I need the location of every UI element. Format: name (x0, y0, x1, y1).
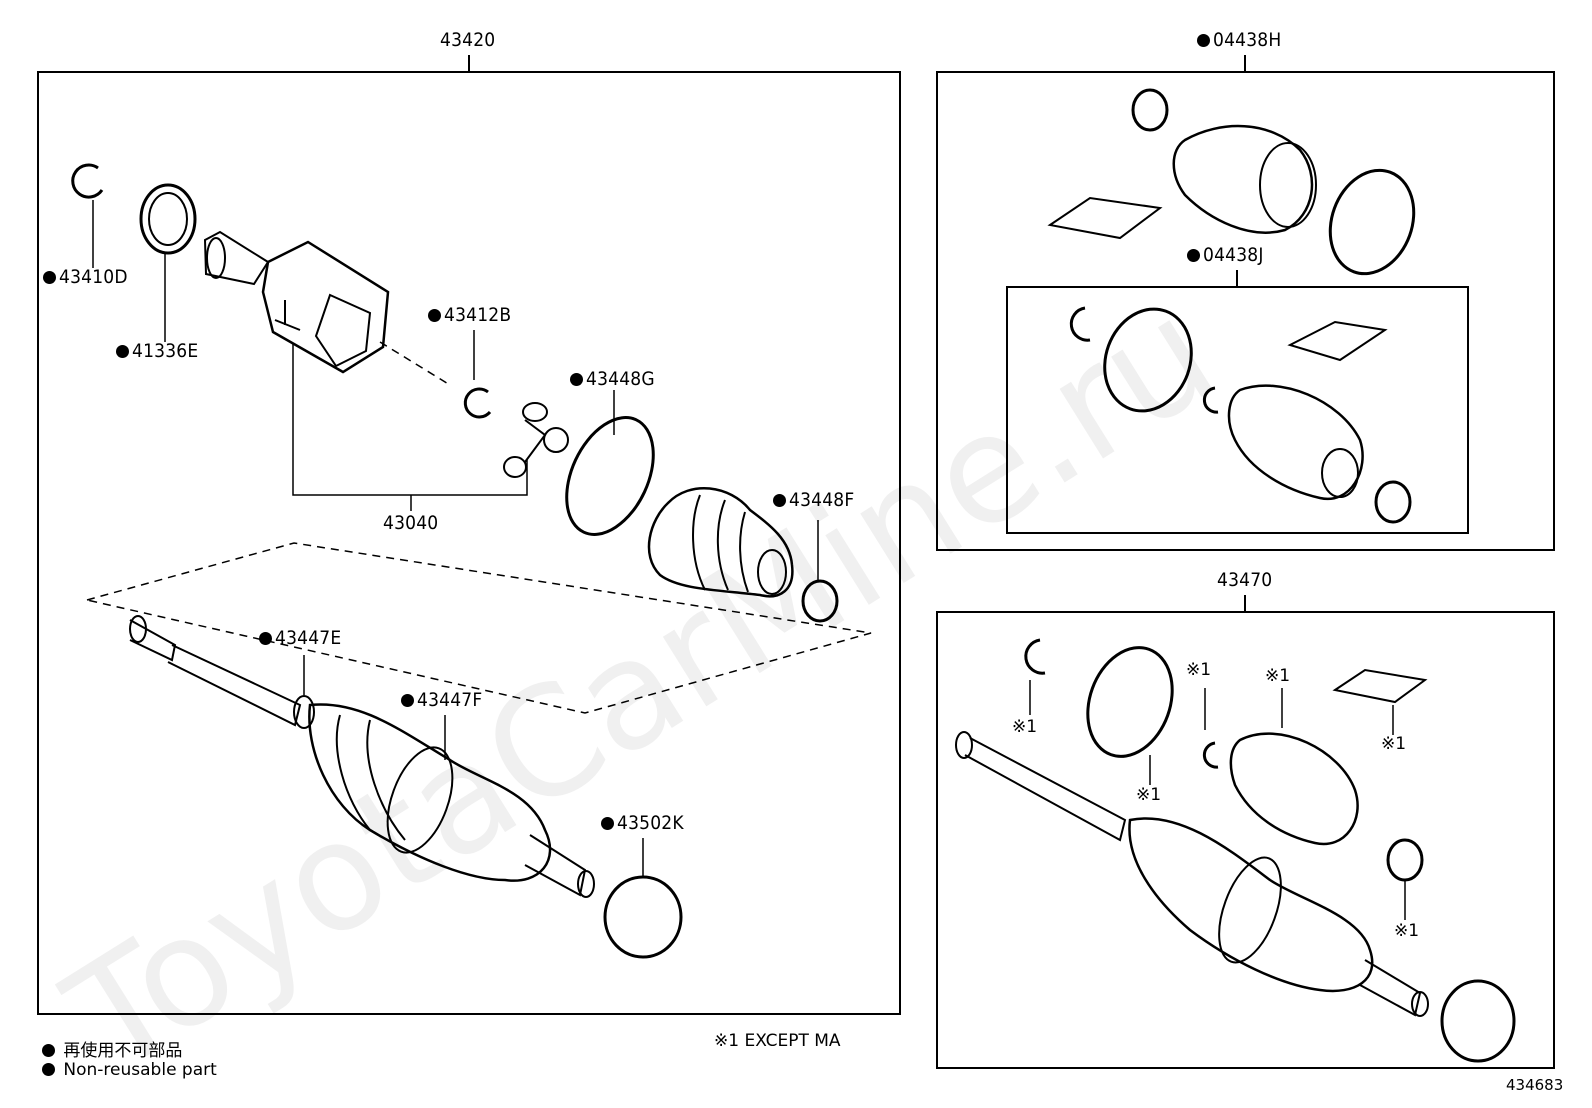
note-mark: ※1 (1394, 921, 1420, 941)
label-04438J: 04438J (1187, 245, 1264, 265)
legend-en: Non-reusable part (42, 1060, 217, 1080)
boot-kit-04438J-shape (1069, 306, 1412, 524)
seal-41336E-shape (139, 183, 197, 255)
inboard-joint-housing-shape (203, 230, 451, 386)
non-reusable-dot-icon (43, 271, 56, 284)
label-43502K: 43502K (601, 813, 684, 833)
label-43470: 43470 (1217, 569, 1273, 591)
tripod-joint-shape (503, 402, 569, 478)
drive-shaft-43470-shape (955, 638, 1516, 1063)
diagram-number: 434683 (1506, 1076, 1564, 1094)
snap-ring-43410D-shape (71, 163, 104, 199)
label-43448F: 43448F (773, 490, 854, 510)
frame-43420 (37, 71, 901, 1015)
note-mark: ※1 (1265, 666, 1291, 686)
non-reusable-dot-icon (401, 694, 414, 707)
label-43420: 43420 (440, 29, 496, 51)
label-04438H: 04438H (1197, 30, 1281, 50)
non-reusable-dot-icon (42, 1063, 55, 1076)
drive-shaft-shape (129, 615, 595, 898)
non-reusable-dot-icon (428, 309, 441, 322)
note-mark: ※1 (1136, 785, 1162, 805)
circlip-43412B-shape (463, 387, 492, 419)
frame-04438H (936, 71, 1555, 551)
label-43410D: 43410D (43, 267, 128, 287)
non-reusable-dot-icon (259, 632, 272, 645)
legend-jp: 再使用不可部品 (42, 1036, 182, 1061)
label-43447E: 43447E (259, 628, 341, 648)
non-reusable-dot-icon (1187, 249, 1200, 262)
label-43412B: 43412B (428, 305, 511, 325)
label-41336E: 41336E (116, 341, 198, 361)
frame-04438J (1006, 286, 1469, 534)
label-43040: 43040 (383, 512, 439, 534)
non-reusable-dot-icon (773, 494, 786, 507)
non-reusable-dot-icon (601, 817, 614, 830)
non-reusable-dot-icon (42, 1044, 55, 1057)
note-mark: ※1 (1381, 734, 1407, 754)
boot-inboard-shape (647, 486, 794, 598)
clamp-43448F-shape (801, 579, 839, 623)
note-mark: ※1 (1186, 660, 1212, 680)
ring-43502K-shape (603, 875, 683, 959)
non-reusable-dot-icon (570, 373, 583, 386)
label-43448G: 43448G (570, 369, 655, 389)
non-reusable-dot-icon (1197, 34, 1210, 47)
clamp-43448G-shape (565, 416, 655, 536)
footnote-except-ma: ※1 EXCEPT MA (714, 1031, 841, 1051)
boot-kit-04438H-shape (1047, 88, 1416, 276)
label-43447F: 43447F (401, 690, 482, 710)
non-reusable-dot-icon (116, 345, 129, 358)
note-mark: ※1 (1012, 717, 1038, 737)
